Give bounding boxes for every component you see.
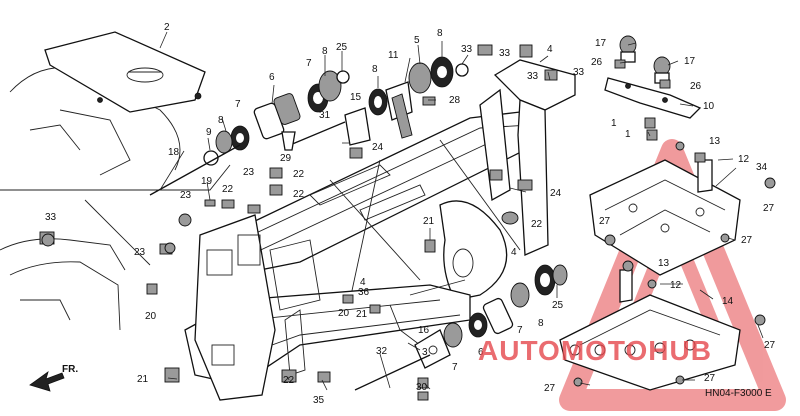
right-skid-plate-upper	[589, 141, 776, 276]
callout-20: 20	[145, 311, 157, 322]
callout-9: 9	[206, 127, 212, 138]
callout-23: 23	[180, 190, 192, 201]
callout-7: 7	[452, 362, 458, 373]
callout-26: 26	[591, 57, 603, 68]
callout-26: 26	[690, 81, 702, 92]
callout-22: 22	[283, 375, 295, 386]
upper-mount-hardware	[149, 44, 558, 196]
callout-8: 8	[218, 115, 224, 126]
seat-panel-part-2	[44, 31, 206, 113]
callout-20: 20	[338, 308, 350, 319]
callout-31: 31	[319, 110, 331, 121]
callout-17: 17	[595, 38, 607, 49]
callout-22: 22	[293, 189, 305, 200]
front-marker-label: FR.	[62, 364, 78, 375]
main-frame-assembly	[184, 59, 576, 401]
callout-21: 21	[356, 309, 368, 320]
callout-8: 8	[322, 46, 328, 57]
callout-22: 22	[531, 219, 543, 230]
callout-8: 8	[372, 64, 378, 75]
callout-4: 4	[547, 44, 553, 55]
callout-4: 4	[511, 247, 517, 258]
callout-8: 8	[538, 318, 544, 329]
clips-and-fasteners	[41, 96, 533, 254]
callout-36: 36	[358, 287, 370, 298]
callout-35: 35	[313, 395, 325, 406]
lower-mount-hardware	[164, 239, 568, 401]
callout-30: 30	[416, 382, 428, 393]
callout-27: 27	[704, 373, 716, 384]
callout-19: 19	[201, 176, 213, 187]
callout-24: 24	[372, 142, 384, 153]
callout-21: 21	[423, 216, 435, 227]
callout-33: 33	[527, 71, 539, 82]
callout-18: 18	[168, 147, 180, 158]
callout-15: 15	[350, 92, 362, 103]
upper-right-bracket	[604, 35, 702, 141]
diagram-code: HN04-F3000 E	[705, 388, 772, 399]
callout-7: 7	[235, 99, 241, 110]
callout-33: 33	[45, 212, 57, 223]
upper-left-inset	[0, 31, 231, 191]
callout-1: 1	[625, 129, 631, 140]
callout-7: 7	[306, 58, 312, 69]
callout-5: 5	[414, 35, 420, 46]
front-direction-marker: FR.	[29, 364, 78, 392]
callout-27: 27	[763, 203, 775, 214]
callout-10: 10	[703, 101, 715, 112]
callout-33: 33	[573, 67, 585, 78]
watermark-text: AUTOMOTOHUB	[478, 335, 712, 366]
callout-3: 3	[422, 347, 428, 358]
callout-13: 13	[709, 136, 721, 147]
callout-6: 6	[478, 347, 484, 358]
callout-17: 17	[684, 56, 696, 67]
callout-29: 29	[280, 153, 292, 164]
callout-25: 25	[336, 42, 348, 53]
callout-28: 28	[449, 95, 461, 106]
callout-13: 13	[658, 258, 670, 269]
callout-7: 7	[517, 325, 523, 336]
callout-14: 14	[722, 296, 734, 307]
callout-23: 23	[243, 167, 255, 178]
callout-27: 27	[741, 235, 753, 246]
leader-lines	[159, 31, 764, 391]
callout-6: 6	[269, 72, 275, 83]
callout-16: 16	[418, 325, 430, 336]
callout-27: 27	[599, 216, 611, 227]
callout-33: 33	[499, 48, 511, 59]
callout-4: 4	[360, 277, 366, 288]
right-skid-plate-lower	[559, 260, 766, 391]
callout-33: 33	[461, 44, 473, 55]
callout-32: 32	[376, 346, 388, 357]
callout-21: 21	[137, 374, 149, 385]
callout-34: 34	[756, 162, 768, 173]
callout-27: 27	[764, 340, 776, 351]
callout-12: 12	[670, 280, 682, 291]
callout-22: 22	[293, 169, 305, 180]
callout-8: 8	[437, 28, 443, 39]
callout-27: 27	[544, 383, 556, 394]
callout-1: 1	[611, 118, 617, 129]
callout-12: 12	[738, 154, 750, 165]
callout-2: 2	[164, 22, 170, 33]
callout-11: 11	[388, 50, 399, 61]
callout-24: 24	[550, 188, 562, 199]
callout-23: 23	[134, 247, 146, 258]
callout-25: 25	[552, 300, 564, 311]
callout-22: 22	[222, 184, 234, 195]
